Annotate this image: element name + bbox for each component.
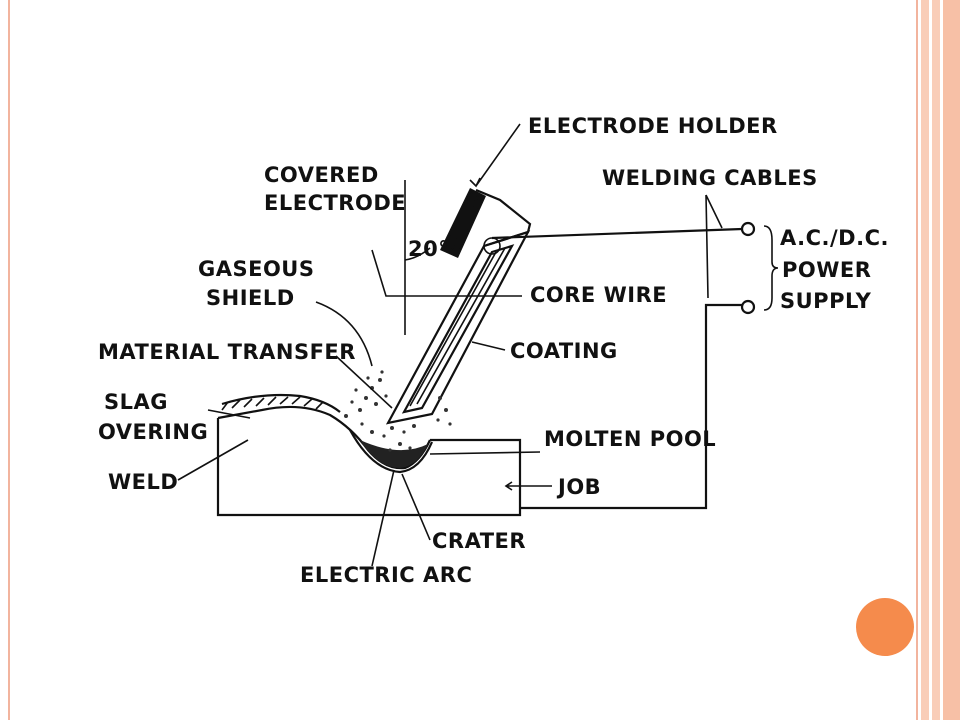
- label-welding-cables: WELDING CABLES: [602, 166, 818, 190]
- label-covered-2: ELECTRODE: [264, 191, 406, 215]
- label-covered-1: COVERED: [264, 163, 379, 187]
- angle-reference: 20°: [404, 180, 449, 335]
- label-power-2: POWER: [782, 258, 871, 282]
- decorative-strip: [921, 0, 929, 720]
- covered-electrode: [344, 188, 532, 452]
- label-crater: CRATER: [432, 529, 526, 553]
- label-power-1: A.C./D.C.: [780, 226, 889, 250]
- label-power-3: SUPPLY: [780, 289, 872, 313]
- label-job: JOB: [556, 475, 601, 499]
- label-molten-pool: MOLTEN POOL: [544, 427, 716, 451]
- label-gaseous-2: SHIELD: [206, 286, 295, 310]
- slide-frame: [8, 0, 918, 720]
- label-material-transfer: MATERIAL TRANSFER: [98, 340, 356, 364]
- angle-label: 20°: [408, 237, 449, 261]
- decorative-strip: [932, 0, 940, 720]
- label-electric-arc: ELECTRIC ARC: [300, 563, 472, 587]
- decorative-strip: [943, 0, 960, 720]
- pointer-lines: [177, 123, 723, 567]
- label-core-wire: CORE WIRE: [530, 283, 667, 307]
- label-gaseous-1: GASEOUS: [198, 257, 315, 281]
- label-electrode-holder: ELECTRODE HOLDER: [528, 114, 778, 138]
- label-weld: WELD: [108, 470, 178, 494]
- label-slag-2: OVERING: [98, 420, 208, 444]
- welding-cables: [491, 221, 779, 510]
- label-coating: COATING: [510, 339, 618, 363]
- job-workpiece: [216, 393, 522, 517]
- accent-circle: [856, 598, 914, 656]
- label-slag-1: SLAG: [104, 390, 168, 414]
